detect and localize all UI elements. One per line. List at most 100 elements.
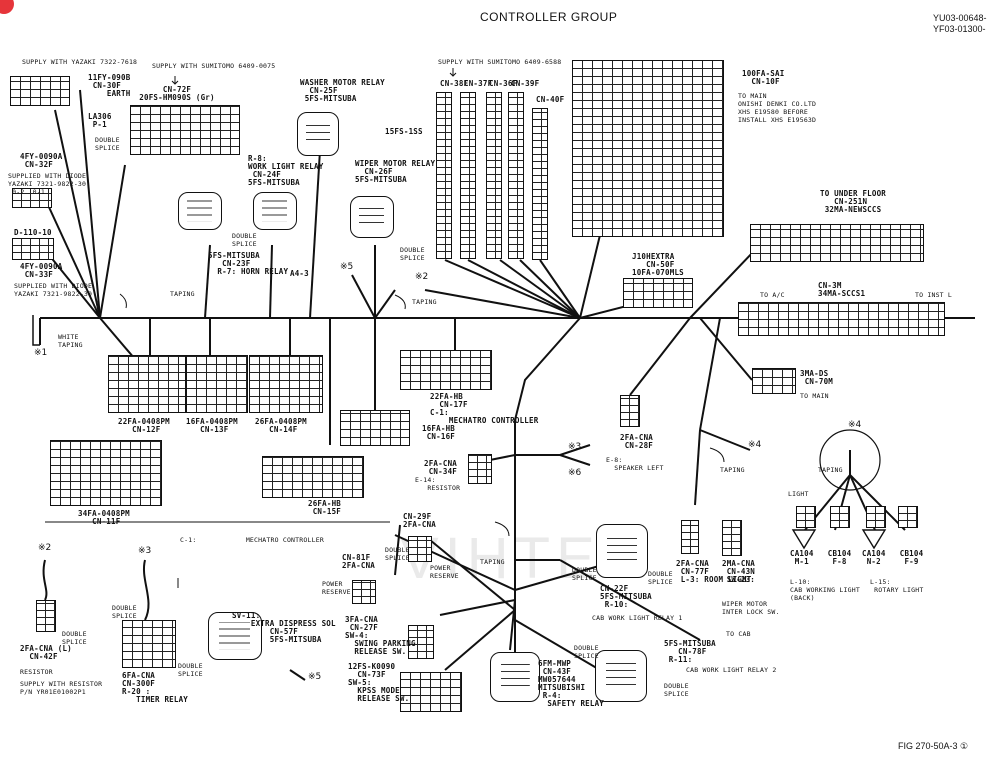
label-double-splice-9: DOUBLE SPLICE [648,570,673,586]
label-supply-sumitomo-2: SUPPLY WITH SUMITOMO 6409-6588 [438,58,562,66]
connector-cn-40f [532,108,548,260]
label-cn-32f: 4FY-0090A CN-32F [20,152,63,169]
connector-cn-251n [750,224,924,262]
label-la306: LA306 P-1 [88,112,112,129]
label-cn-16f: 16FA-HB CN-16F [422,424,456,441]
label-double-splice-4: DOUBLE SPLICE [62,630,87,646]
label-taping-5: TAPING [480,558,505,566]
label-cn-29f: CN-29F 2FA-CNA [403,512,437,529]
mark-5: ※5 [340,262,354,272]
connector-cn-12f [108,355,186,413]
connector-cn-16f [340,410,410,446]
label-cn-27f: 3FA-CNA CN-27F SW-4: SWING PARKING RELEA… [345,615,416,656]
label-15fs-1ss: 15FS-1SS [385,127,423,136]
relay-cn-23f [253,192,297,230]
mark-4b: ※4 [848,420,862,430]
connector-cb104-f9 [898,506,918,528]
corner-marker [0,0,14,14]
label-diode-1: SUPPLIED WITH DIODE YAZAKI 7321-9822-30 … [8,172,87,196]
label-e8-speaker: E-8: SPEAKER LEFT [606,456,664,472]
label-power-reserve-2: POWER RESERVE [430,564,459,580]
label-d-110-10: D-110-10 [14,228,52,237]
connector-cn-72f [130,105,240,155]
label-supply-yazaki: SUPPLY WITH YAZAKI 7322-7618 [22,58,138,66]
label-mechatro-controller: C-1: MECHATRO CONTROLLER [180,536,324,544]
label-diode-2: SUPPLIED WITH DIODE YAZAKI 7321-9822-30 [14,282,93,298]
connector-cn-11f [50,440,162,506]
connector-cn-38f [436,92,452,259]
label-double-splice-5: DOUBLE SPLICE [112,604,137,620]
connector-cn-34f [468,454,492,484]
label-white-taping: WHITE TAPING [58,333,83,349]
label-cn-42f: 2FA-CNA (L) CN-42F [20,644,72,661]
relay-cn-24f [178,192,222,230]
connector-cn-77f [681,520,699,554]
label-cn-22f: CN-22F 5FS-MITSUBA R-10: [600,584,652,609]
connector-cb104-f8 [830,506,850,528]
connector-cn-50f [623,278,693,308]
page-title: CONTROLLER GROUP [480,10,618,24]
connector-cn-13f [186,355,248,413]
label-wiper-interlock: WIPER MOTOR INTER LOCK SW. [722,600,780,616]
connector-ca104-n2 [866,506,886,528]
connector-cn-81f [352,580,376,604]
label-double-splice-6: DOUBLE SPLICE [178,662,203,678]
label-cn-39f: CN-39F [511,79,540,88]
connector-cn-300f [122,620,176,668]
label-cn-36f: CN-36F [489,79,518,88]
label-taping-1: TAPING [170,290,195,298]
label-cab-work-light-relay-2: CAB WORK LIGHT RELAY 2 [686,666,777,674]
label-cn-78f: 5FS-MITSUBA CN-78F R-11: [664,639,716,664]
connector-cn-14f [249,355,323,413]
label-ca104-m1: CA104 CB104 M-1 F-8 [790,549,852,566]
label-cn-251n: TO UNDER FLOOR CN-251N 32MA-NEWSCCS [820,189,887,214]
connector-cn-43n [722,520,742,556]
label-cn-72f: CN-72F 20FS-HM090S (Gr) [139,85,215,102]
label-cn-50f: J10HEXTRA CN-50F 10FA-070MLS [632,252,684,277]
label-cn-11f: 34FA-0408PM CN-11F [78,509,130,526]
mark-3: ※3 [568,442,582,452]
label-cn-37f: CN-37F [464,79,493,88]
label-resistor: RESISTOR [20,668,53,676]
connector-cn-28f [620,395,640,427]
label-cn-25f: WASHER MOTOR RELAY CN-25F 5FS-MITSUBA [300,78,385,103]
label-double-splice-1: DOUBLE SPLICE [95,136,120,152]
label-cn-28f: 2FA-CNA CN-28F [620,433,654,450]
label-double-splice-11: DOUBLE SPLICE [664,682,689,698]
connector-cn-27f [408,625,434,659]
relay-cn-43f [490,652,540,702]
label-to-cab: TO CAB [726,630,751,638]
connector-cn-29f [408,536,432,562]
label-supply-sumitomo-1: SUPPLY WITH SUMITOMO 6409-0075 [152,62,276,70]
connector-cn-39f [508,92,524,259]
label-cn-17f: 22FA-HB CN-17F C-1: MECHATRO CONTROLLER [430,392,539,425]
doc-code-2: YF03-01300- [933,24,986,34]
connector-cn-10f [572,60,724,237]
label-double-splice-3: DOUBLE SPLICE [400,246,425,262]
label-cn-40f: CN-40F [536,95,565,104]
connector-ca104-m1 [796,506,816,528]
doc-code-1: YU03-00648- [933,13,987,23]
mark-2b: ※2 [38,543,52,553]
mark-6: ※6 [568,468,582,478]
label-taping-2: TAPING [412,298,437,306]
label-cab-work-light-relay-1: CAB WORK LIGHT RELAY 1 [592,614,683,622]
label-cn-3m: CN-3M 34MA-SCCS1 [818,281,866,298]
connector-cn-73f [400,672,462,712]
connector-cn-15f [262,456,364,498]
label-double-splice-8: DOUBLE SPLICE [572,566,597,582]
label-l15-rotary: L-15: ROTARY LIGHT [870,578,924,594]
relay-cn-22f [596,524,648,578]
label-cn-77f: 2FA-CNA CN-77F L-3: ROOM LIGHT [676,559,752,584]
label-to-inst-l: TO INST L [915,291,953,299]
connector-cn-70m [752,368,796,394]
connector-cn-3m [738,302,945,336]
label-taping-3: TAPING [720,466,745,474]
label-cn-12f: 22FA-0408PM CN-12F [118,417,170,434]
connector-cn-37f [460,92,476,259]
label-taping-4: TAPING [818,466,843,474]
label-double-splice-10: DOUBLE SPLICE [574,644,599,660]
connector-cn-30f [10,76,70,106]
label-a4-3: A4-3 [290,269,309,278]
